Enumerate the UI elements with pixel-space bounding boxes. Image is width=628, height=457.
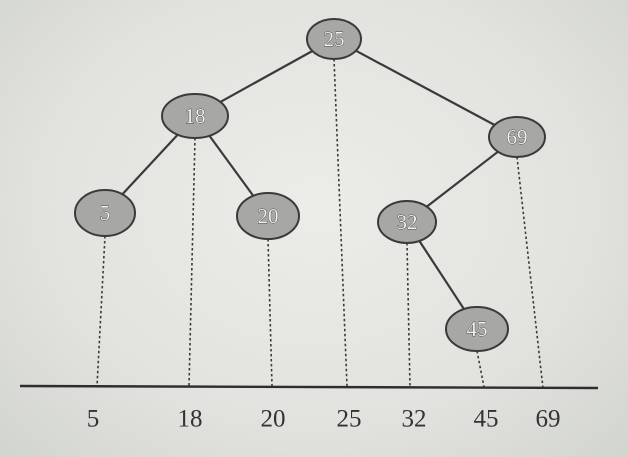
projection-line (476, 350, 485, 388)
tree-edges (121, 49, 499, 310)
projection-line (96, 235, 106, 387)
axis-label: 25 (337, 406, 362, 433)
tree-node-18: 18 (161, 93, 229, 139)
axis-label: 32 (402, 406, 427, 433)
tree-edge (355, 49, 496, 126)
projection-line (267, 238, 273, 387)
node-ellipse (488, 116, 546, 158)
axis-label: 45 (474, 406, 499, 433)
tree-edge (208, 135, 255, 197)
projection-line (406, 242, 411, 388)
projection-lines (96, 58, 544, 389)
projection-line (188, 137, 196, 387)
tree-edge (418, 240, 465, 310)
tree-edge (121, 133, 179, 196)
projection-line (516, 156, 544, 389)
tree-edge (219, 50, 313, 103)
node-ellipse (445, 306, 509, 352)
tree-node-5: 5 (74, 189, 136, 237)
axis-label: 5 (87, 406, 100, 433)
axis-labels: 5 18 20 25 32 45 69 (87, 406, 561, 433)
tree-node-32: 32 (377, 200, 437, 244)
node-label: 69 (507, 125, 528, 149)
tree-nodes: 25 18 69 5 20 32 (74, 18, 546, 352)
node-label: 5 (100, 201, 111, 225)
node-label: 20 (258, 204, 279, 228)
node-ellipse (74, 189, 136, 237)
projection-line (333, 58, 348, 387)
tree-node-25: 25 (306, 18, 362, 60)
tree-node-20: 20 (236, 192, 300, 240)
axis-baseline (19, 384, 599, 390)
node-label: 32 (397, 210, 418, 234)
tree-edge (426, 150, 499, 208)
node-label: 18 (185, 104, 206, 128)
node-label: 25 (324, 27, 345, 51)
node-ellipse (306, 18, 362, 60)
node-ellipse (377, 200, 437, 244)
node-ellipse (236, 192, 300, 240)
tree-node-69: 69 (488, 116, 546, 158)
node-label: 45 (467, 317, 488, 341)
tree-node-45: 45 (445, 306, 509, 352)
axis-label: 18 (178, 406, 203, 433)
axis-label: 69 (536, 406, 561, 433)
axis-label: 20 (261, 406, 286, 433)
node-ellipse (161, 93, 229, 139)
